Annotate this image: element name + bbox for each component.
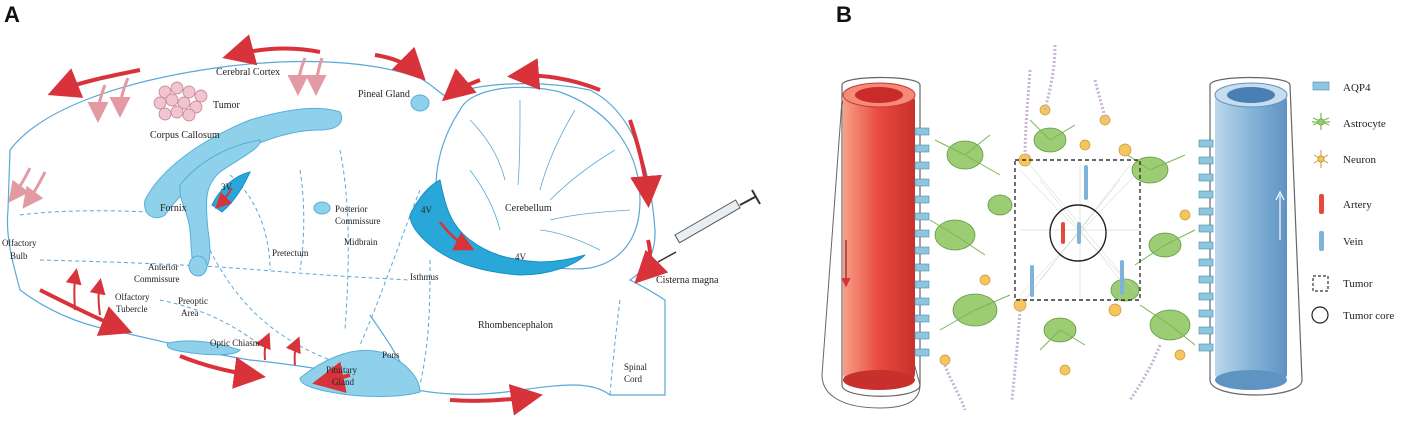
pineal-gland-shape (410, 94, 430, 112)
label-pineal-gland: Pineal Gland (358, 89, 410, 100)
legend-aqp4: AQP4 (1312, 81, 1371, 94)
vein-icon (1319, 231, 1324, 251)
fornix (179, 139, 261, 273)
csf-upward-arrows (65, 268, 301, 366)
astrocyte-processes (929, 119, 1196, 351)
circle-icon (1311, 306, 1329, 324)
label-fornix: Fornix (160, 203, 187, 214)
micro-vein-4 (1120, 260, 1124, 295)
label-cerebral-cortex: Cerebral Cortex (216, 67, 280, 78)
legend-label-tumor: Tumor (1343, 278, 1373, 290)
label-cisterna-magna: Cisterna magna (656, 275, 719, 286)
label-midbrain: Midbrain (344, 237, 378, 247)
label-posterior-commissure-1: Posterior (335, 204, 368, 214)
artery-icon (1319, 194, 1324, 214)
fourth-ventricle (409, 179, 586, 276)
tumor-cluster (153, 81, 208, 122)
label-preoptic-area-2: Area (181, 308, 199, 318)
micro-vein-3 (1030, 265, 1034, 297)
label-corpus-callosum: Corpus Callosum (150, 130, 220, 141)
anterior-commissure-shape (188, 255, 208, 277)
legend-label-tumor-core: Tumor core (1343, 310, 1394, 322)
tissue-flow-arrows (8, 57, 327, 209)
aqp4-channels-left (914, 127, 930, 357)
label-spinal-cord-1: Spinal (624, 362, 648, 372)
label-pretectum: Pretectum (272, 248, 309, 258)
label-fourth-ventricle-lower: 4V (515, 252, 527, 262)
fourth-ventricle-arrow (439, 221, 475, 251)
aqp4-channels-right (1198, 139, 1214, 352)
legend-vein: Vein (1319, 231, 1364, 251)
label-isthmus: Isthmus (410, 272, 439, 282)
label-olfactory-bulb-2: Bulb (10, 251, 28, 261)
optic-chiasm-shape (166, 340, 241, 356)
legend-label-astrocyte: Astrocyte (1343, 118, 1386, 130)
label-optic-chiasm: Optic Chiasm (210, 338, 260, 348)
corpus-callosum (144, 107, 343, 219)
legend-label-aqp4: AQP4 (1343, 82, 1371, 94)
region-boundaries (19, 149, 621, 396)
syringe-icon (657, 189, 761, 263)
third-ventricle (211, 171, 251, 213)
label-pituitary-gland-2: Gland (332, 377, 354, 387)
legend-label-artery: Artery (1343, 199, 1372, 211)
legend-astrocyte: Astrocyte (1312, 113, 1386, 130)
panel-a-letter: A (4, 2, 20, 27)
legend-label-vein: Vein (1343, 236, 1364, 248)
label-pituitary-gland-1: Pituitary (326, 365, 357, 375)
micro-vein-1 (1077, 222, 1081, 244)
micro-vein-2 (1084, 165, 1088, 200)
label-pons: Pons (382, 350, 400, 360)
neuron-axons (943, 44, 1162, 411)
micro-artery (1061, 222, 1065, 244)
vein-vessel (1209, 76, 1303, 396)
panel-b: B (821, 2, 1394, 411)
panel-a: A (2, 2, 761, 416)
brain-outline (6, 60, 666, 396)
neuron-icon (1313, 150, 1329, 168)
label-anterior-commissure-2: Commissure (134, 274, 180, 284)
posterior-commissure-shape (313, 201, 331, 215)
legend: AQP4 Astrocyte Neuron Artery (1311, 81, 1394, 324)
astrocyte-icon (1312, 113, 1330, 130)
dashed-square-icon (1312, 275, 1329, 292)
legend-tumor: Tumor (1312, 275, 1373, 292)
csf-flow-arrows (39, 34, 669, 416)
label-olfactory-tubercle-1: Olfactory (115, 292, 150, 302)
legend-label-neuron: Neuron (1343, 154, 1376, 166)
pituitary-gland-shape (299, 349, 421, 397)
legend-tumor-core: Tumor core (1311, 306, 1394, 324)
label-tumor: Tumor (213, 100, 241, 111)
panel-b-letter: B (836, 2, 852, 27)
label-rhombencephalon: Rhombencephalon (478, 320, 553, 331)
legend-artery: Artery (1319, 194, 1372, 214)
label-third-ventricle: 3V (221, 182, 233, 192)
label-anterior-commissure-1: Anterior (148, 262, 179, 272)
label-olfactory-bulb-1: Olfactory (2, 238, 37, 248)
legend-neuron: Neuron (1313, 150, 1376, 168)
label-olfactory-tubercle-2: Tubercle (116, 304, 148, 314)
cerebellar-folia (469, 99, 631, 251)
label-preoptic-area-1: Preoptic (178, 296, 208, 306)
label-posterior-commissure-2: Commissure (335, 216, 381, 226)
label-cerebellum: Cerebellum (505, 203, 552, 214)
aqp4-icon (1312, 81, 1330, 91)
third-ventricle-arrow (215, 187, 233, 209)
panel-a-labels: Cerebral Cortex Tumor Corpus Callosum Pi… (2, 67, 719, 387)
label-fourth-ventricle: 4V (421, 205, 433, 215)
tumor-core (1049, 204, 1107, 262)
label-spinal-cord-2: Cord (624, 374, 643, 384)
artery-vessel (821, 76, 921, 409)
